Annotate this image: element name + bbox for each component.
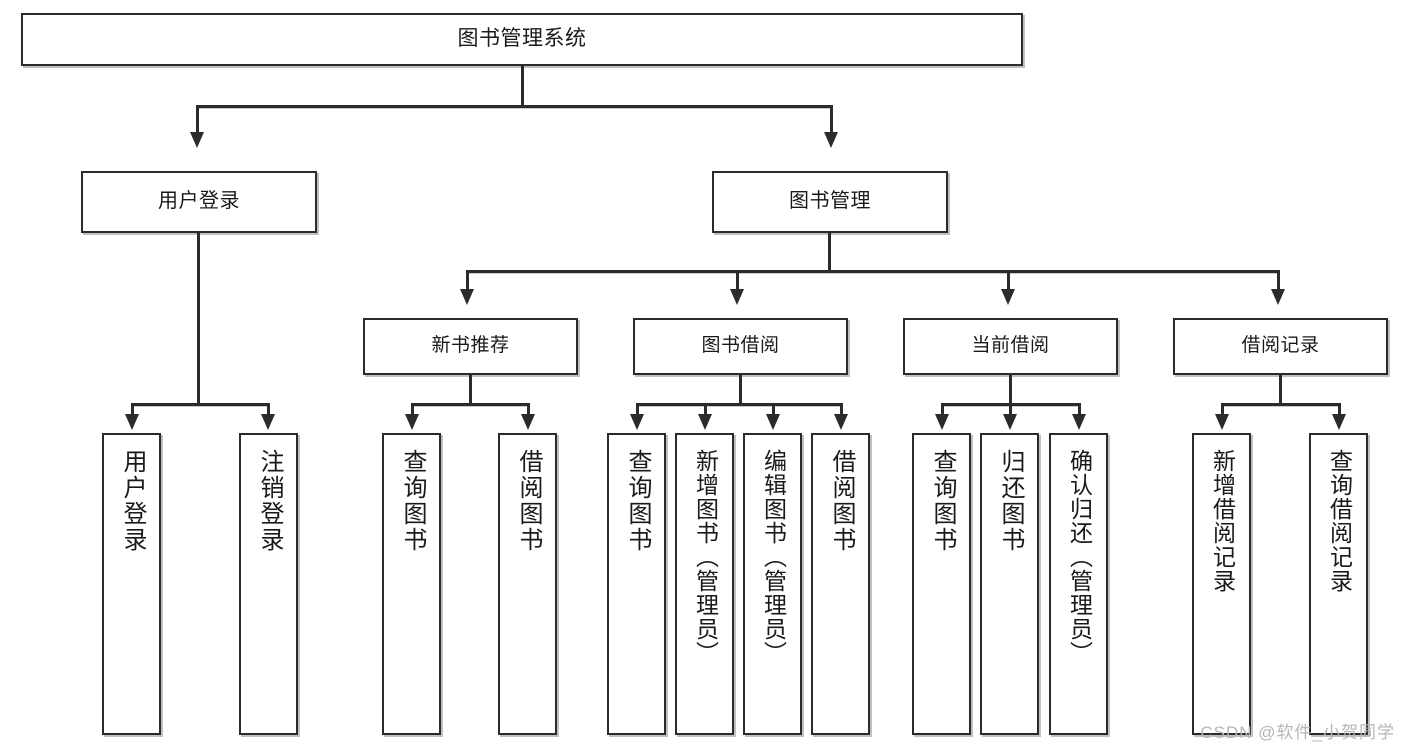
leaf-user-login[interactable]: 用户登录 — [102, 433, 161, 735]
node-user-login[interactable]: 用户登录 — [81, 171, 317, 233]
leaf-borrow-book-recommend[interactable]: 借阅图书 — [498, 433, 557, 735]
connector-root-to-user-login — [196, 105, 199, 133]
leaf-add-book-admin[interactable]: 新增图书（管理员） — [675, 433, 734, 735]
leaf-label: 借阅图书 — [514, 449, 542, 553]
leaf-label: 查询图书 — [623, 449, 651, 553]
node-label: 图书管理系统 — [457, 27, 587, 51]
connector-book-borrow-drop-4 — [840, 403, 843, 415]
arrowhead-borrow-record — [1271, 289, 1285, 305]
arrowhead-leaf-return-book — [1003, 414, 1017, 430]
connector-borrow-record-bus — [1221, 403, 1338, 406]
connector-book-manage-bus — [466, 270, 1278, 273]
arrowhead-leaf-query-book-1 — [405, 414, 419, 430]
leaf-edit-book-admin[interactable]: 编辑图书（管理员） — [743, 433, 802, 735]
leaf-label: 查询图书 — [928, 449, 956, 553]
leaf-return-book[interactable]: 归还图书 — [980, 433, 1039, 735]
arrowhead-new-book — [460, 289, 474, 305]
connector-current-borrow-drop-1 — [941, 403, 944, 415]
connector-book-borrow-drop-3 — [772, 403, 775, 415]
connector-current-borrow-stem — [1009, 375, 1012, 404]
node-book-borrow[interactable]: 图书借阅 — [633, 318, 848, 375]
leaf-query-book-current[interactable]: 查询图书 — [912, 433, 971, 735]
leaf-label: 注销登录 — [255, 449, 283, 553]
connector-borrow-record-drop-2 — [1338, 403, 1341, 415]
arrowhead-leaf-add-record — [1215, 414, 1229, 430]
node-label: 当前借阅 — [971, 335, 1050, 357]
arrowhead-user-login — [190, 132, 204, 148]
connector-book-borrow-drop-2 — [704, 403, 707, 415]
connector-root-stem — [521, 66, 524, 106]
leaf-label: 查询借阅记录 — [1326, 449, 1353, 593]
connector-user-login-drop-1 — [131, 403, 134, 415]
arrowhead-leaf-borrow-book-1 — [521, 414, 535, 430]
connector-book-borrow-bus — [636, 403, 842, 406]
connector-new-book-drop-2 — [527, 403, 530, 415]
leaf-label: 编辑图书（管理员） — [760, 449, 787, 665]
node-new-book-recommend[interactable]: 新书推荐 — [363, 318, 578, 375]
arrowhead-book-manage — [824, 132, 838, 148]
arrowhead-leaf-add-book — [698, 414, 712, 430]
arrowhead-current-borrow — [1001, 289, 1015, 305]
connector-new-book-drop-1 — [411, 403, 414, 415]
connector-book-borrow-stem — [739, 375, 742, 404]
arrowhead-leaf-query-record — [1332, 414, 1346, 430]
arrowhead-leaf-borrow-book-2 — [834, 414, 848, 430]
arrowhead-leaf-query-book-3 — [935, 414, 949, 430]
arrowhead-leaf-confirm-return — [1072, 414, 1086, 430]
node-label: 用户登录 — [158, 190, 240, 213]
leaf-label: 新增图书（管理员） — [692, 449, 719, 665]
connector-root-bus — [196, 105, 832, 108]
arrowhead-leaf-edit-book — [766, 414, 780, 430]
connector-user-login-drop-2 — [267, 403, 270, 415]
connector-current-borrow-drop-3 — [1078, 403, 1081, 415]
node-root-book-management-system[interactable]: 图书管理系统 — [21, 13, 1023, 66]
connector-borrow-record-stem — [1279, 375, 1282, 404]
leaf-label: 归还图书 — [996, 449, 1024, 553]
arrowhead-leaf-user-login — [125, 414, 139, 430]
connector-to-new-book — [466, 270, 469, 290]
connector-user-login-stem — [197, 233, 200, 404]
connector-book-borrow-drop-1 — [636, 403, 639, 415]
connector-root-to-book-manage — [830, 105, 833, 133]
connector-to-current-borrow — [1007, 270, 1010, 290]
connector-book-manage-stem — [828, 233, 831, 271]
leaf-label: 借阅图书 — [827, 449, 855, 553]
connector-to-borrow-record — [1277, 270, 1280, 290]
leaf-query-book-recommend[interactable]: 查询图书 — [382, 433, 441, 735]
arrowhead-leaf-logout — [261, 414, 275, 430]
node-label: 新书推荐 — [431, 335, 510, 357]
node-label: 借阅记录 — [1241, 335, 1320, 357]
arrowhead-leaf-query-book-2 — [630, 414, 644, 430]
leaf-label: 查询图书 — [398, 449, 426, 553]
node-label: 图书管理 — [789, 190, 871, 213]
leaf-logout[interactable]: 注销登录 — [239, 433, 298, 735]
leaf-query-borrow-record[interactable]: 查询借阅记录 — [1309, 433, 1368, 735]
leaf-label: 新增借阅记录 — [1209, 449, 1236, 593]
connector-current-borrow-drop-2 — [1009, 403, 1012, 415]
connector-user-login-bus — [131, 403, 267, 406]
watermark-text: CSDN @软件_小贺同学 — [1200, 723, 1395, 742]
leaf-confirm-return-admin[interactable]: 确认归还（管理员） — [1049, 433, 1108, 735]
node-current-borrow[interactable]: 当前借阅 — [903, 318, 1118, 375]
node-borrow-record[interactable]: 借阅记录 — [1173, 318, 1388, 375]
node-book-management[interactable]: 图书管理 — [712, 171, 948, 233]
leaf-query-book-borrow[interactable]: 查询图书 — [607, 433, 666, 735]
connector-to-book-borrow — [736, 270, 739, 290]
leaf-borrow-book[interactable]: 借阅图书 — [811, 433, 870, 735]
connector-borrow-record-drop-1 — [1221, 403, 1224, 415]
connector-new-book-stem — [469, 375, 472, 404]
arrowhead-book-borrow — [730, 289, 744, 305]
leaf-add-borrow-record[interactable]: 新增借阅记录 — [1192, 433, 1251, 735]
connector-new-book-bus — [411, 403, 527, 406]
leaf-label: 用户登录 — [118, 449, 146, 553]
node-label: 图书借阅 — [701, 335, 780, 357]
leaf-label: 确认归还（管理员） — [1066, 449, 1093, 665]
